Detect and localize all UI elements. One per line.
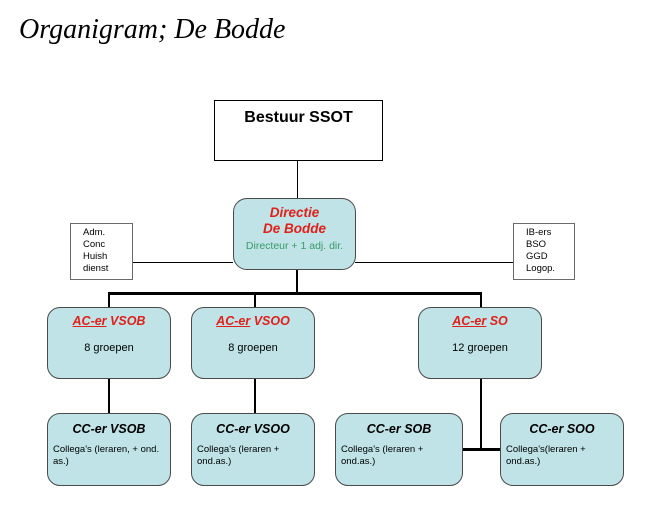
page-title: Organigram; De Bodde [19, 14, 286, 45]
right-note-item: BSO [526, 239, 547, 250]
ac-suffix: SO [486, 314, 508, 328]
cc-box-sob: CC-er SOB Collega's (leraren + ond.as.) [335, 413, 463, 486]
directie-line2: De Bodde [262, 221, 326, 236]
ac-suffix: VSOO [250, 314, 290, 328]
directie-box: Directie De Bodde Directeur + 1 adj. dir… [233, 198, 356, 270]
board-box: Bestuur SSOT [214, 100, 383, 161]
ac-groups: 12 groepen [452, 342, 508, 354]
connector-bus-ac3 [480, 292, 482, 308]
right-note-item: Logop. [526, 263, 556, 274]
cc-text: Collega's (leraren + ond.as.) [197, 444, 280, 467]
ac-prefix: AC-er [72, 314, 107, 328]
left-note-item: Adm. [83, 227, 106, 238]
horizontal-bus [108, 292, 482, 295]
cc-box-vsob: CC-er VSOB Collega's (leraren, + ond. as… [47, 413, 171, 486]
directie-sub: Directeur + 1 adj. dir. [245, 240, 344, 252]
cc-box-soo: CC-er SOO Collega's(leraren + ond.as.) [500, 413, 624, 486]
right-note-box: IB-ers BSO GGD Logop. [513, 223, 575, 280]
cc-title: CC-er VSOB [72, 422, 146, 436]
cc-title: CC-er VSOO [216, 422, 290, 436]
ac-groups: 8 groepen [228, 342, 278, 354]
cc-box-vsoo: CC-er VSOO Collega's (leraren + ond.as.) [191, 413, 315, 486]
left-note-item: dienst [83, 263, 109, 274]
connector-bus-ac1 [108, 292, 110, 308]
cc-text: Collega's (leraren + ond.as.) [341, 444, 424, 467]
left-note-item: Huish [83, 251, 108, 262]
cc-title: CC-er SOB [366, 422, 432, 436]
connector-board-directie [297, 160, 298, 199]
right-note-item: GGD [526, 251, 548, 262]
ac-box-vsoo: AC-er VSOO 8 groepen [191, 307, 315, 379]
ac-prefix: AC-er [452, 314, 487, 328]
cc-title: CC-er SOO [529, 422, 595, 436]
connector-directie-bus [296, 268, 298, 294]
cc-text: Collega's(leraren + ond.as.) [506, 444, 586, 467]
ac-groups: 8 groepen [84, 342, 134, 354]
left-note-box: Adm. Conc Huish dienst [70, 223, 133, 280]
connector-left-note [133, 262, 233, 263]
connector-bus-ac2 [254, 292, 256, 308]
ac-prefix: AC-er [216, 314, 251, 328]
ac-suffix: VSOB [106, 314, 146, 328]
cc-text: Collega's (leraren, + ond. as.) [53, 444, 160, 467]
board-label: Bestuur SSOT [244, 109, 353, 126]
directie-line1: Directie [269, 205, 320, 220]
right-note-item: IB-ers [526, 227, 552, 238]
connector-ac2-cc2 [254, 378, 256, 414]
connector-ac1-cc1 [108, 378, 110, 414]
connector-right-note [355, 262, 513, 263]
connector-cc3-cc4 [462, 448, 500, 451]
ac-box-so: AC-er SO 12 groepen [418, 307, 542, 379]
connector-ac3-down [480, 378, 482, 450]
left-note-item: Conc [83, 239, 106, 250]
ac-box-vsob: AC-er VSOB 8 groepen [47, 307, 171, 379]
